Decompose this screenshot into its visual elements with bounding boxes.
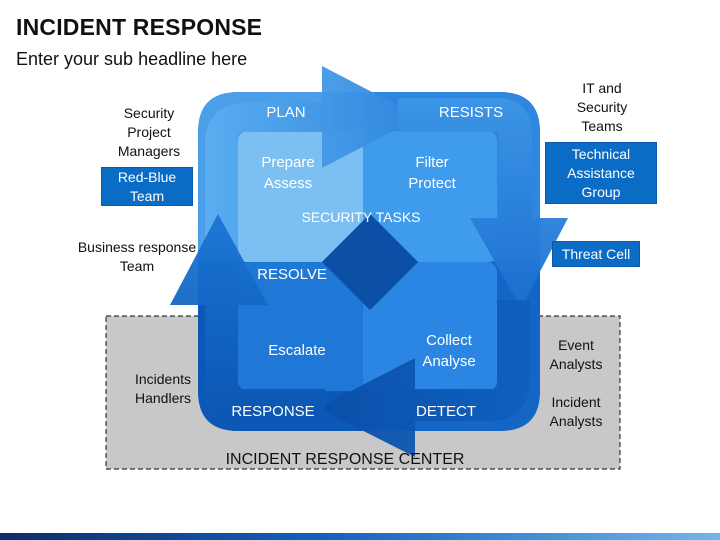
- page-subtitle: Enter your sub headline here: [16, 49, 248, 69]
- quadrant-bottom-right-label: Collect Analyse: [422, 332, 476, 370]
- security-project-managers-label: Security Project Managers: [117, 105, 181, 159]
- technical-assistance-group-box: Technical Assistance Group: [545, 142, 657, 204]
- stage-detect-label: DETECT: [416, 403, 476, 420]
- threat-cell-box: Threat Cell: [552, 241, 640, 267]
- quadrant-bottom-right: [363, 262, 497, 391]
- stage-resists-label: RESISTS: [438, 104, 504, 121]
- stage-resolve-label: RESOLVE: [257, 266, 327, 283]
- incident-analysts-label: Incident Analysts: [549, 394, 603, 429]
- business-response-team-label: Business response Team: [77, 239, 197, 274]
- arrow-bottom: [318, 300, 530, 457]
- incidents-handlers-label: Incidents Handlers: [134, 371, 192, 406]
- quadrant-bottom-left: [238, 262, 369, 391]
- quadrant-top-right-label: Filter Protect: [408, 154, 456, 192]
- stage-plan-label: PLAN: [266, 104, 306, 121]
- event-analysts-label: Event Analysts: [549, 337, 603, 372]
- center-diamond: [321, 213, 419, 311]
- page-title: INCIDENT RESPONSE: [16, 14, 263, 40]
- security-tasks-label: SECURITY TASKS: [301, 209, 421, 225]
- it-security-teams-label: IT and Security Teams: [576, 80, 628, 134]
- red-blue-team-box: Red-Blue Team: [101, 167, 193, 206]
- quadrant-top-left: [238, 131, 369, 262]
- quadrant-top-left-label: Prepare Assess: [261, 154, 315, 192]
- stage-response-label: RESPONSE: [231, 403, 315, 420]
- quadrant-top-right: [363, 131, 497, 262]
- arrow-top: [205, 66, 420, 245]
- arrow-right: [398, 98, 568, 308]
- quadrant-bottom-left-label: Escalate: [268, 342, 326, 359]
- incident-response-center-label: INCIDENT RESPONSE CENTER: [225, 451, 465, 468]
- arrow-left: [170, 214, 325, 421]
- footer-bar: [0, 533, 720, 540]
